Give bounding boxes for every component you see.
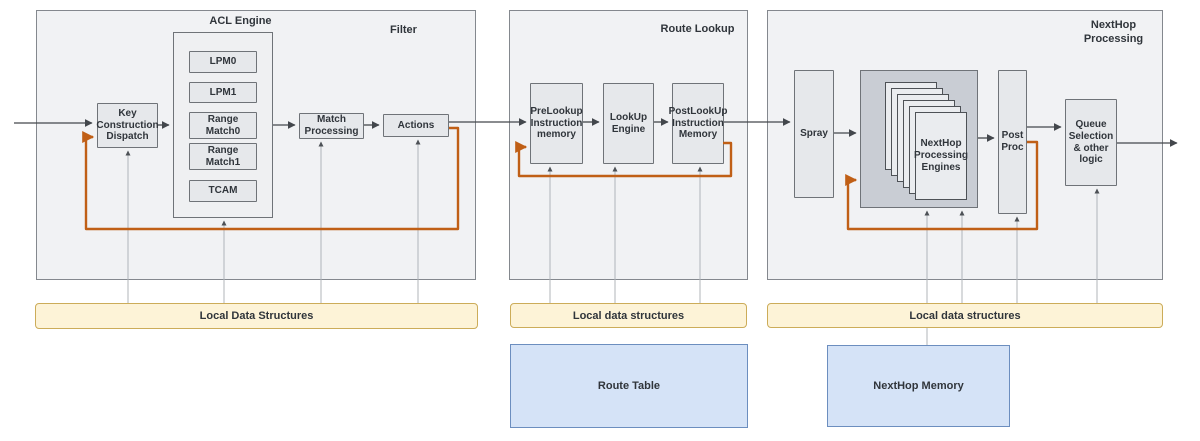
queue-selection-node: Queue Selection & other logic — [1065, 99, 1117, 186]
key-construction-dispatch-node: Key Construction Dispatch — [96, 103, 159, 148]
route-lookup-section-label: Route Lookup — [660, 23, 735, 35]
range-match1-node: Range Match1 — [189, 143, 257, 170]
lpm1-node: LPM1 — [189, 82, 257, 103]
acl-engine-label: ACL Engine — [209, 15, 272, 27]
match-processing-node: Match Processing — [299, 113, 364, 139]
nexthop-processing-engines-node: NextHop Processing Engines — [914, 112, 968, 200]
route-table-node: Route Table — [510, 344, 748, 428]
local-data-structures-bar-route: Local data structures — [510, 303, 747, 328]
tcam-node: TCAM — [189, 180, 257, 202]
range-match0-node: Range Match0 — [189, 112, 257, 139]
post-proc-node: Post Proc — [998, 70, 1027, 214]
local-data-structures-bar-nexthop: Local data structures — [767, 303, 1163, 328]
nexthop-section-label: NextHop Processing — [1083, 19, 1144, 45]
lpm0-node: LPM0 — [189, 51, 257, 73]
filter-section-label: Filter — [390, 24, 417, 36]
actions-node: Actions — [383, 114, 449, 137]
lookup-engine-node: LookUp Engine — [603, 83, 654, 164]
postlookup-instruction-memory-node: PostLookUp Instruction Memory — [669, 83, 727, 164]
nexthop-engines-container: NextHop Processing Engines — [860, 70, 978, 208]
spray-node: Spray — [794, 70, 834, 198]
nexthop-memory-node: NextHop Memory — [827, 345, 1010, 427]
prelookup-instruction-memory-node: PreLookup Instruction memory — [530, 83, 583, 164]
local-data-structures-bar-filter: Local Data Structures — [35, 303, 478, 329]
